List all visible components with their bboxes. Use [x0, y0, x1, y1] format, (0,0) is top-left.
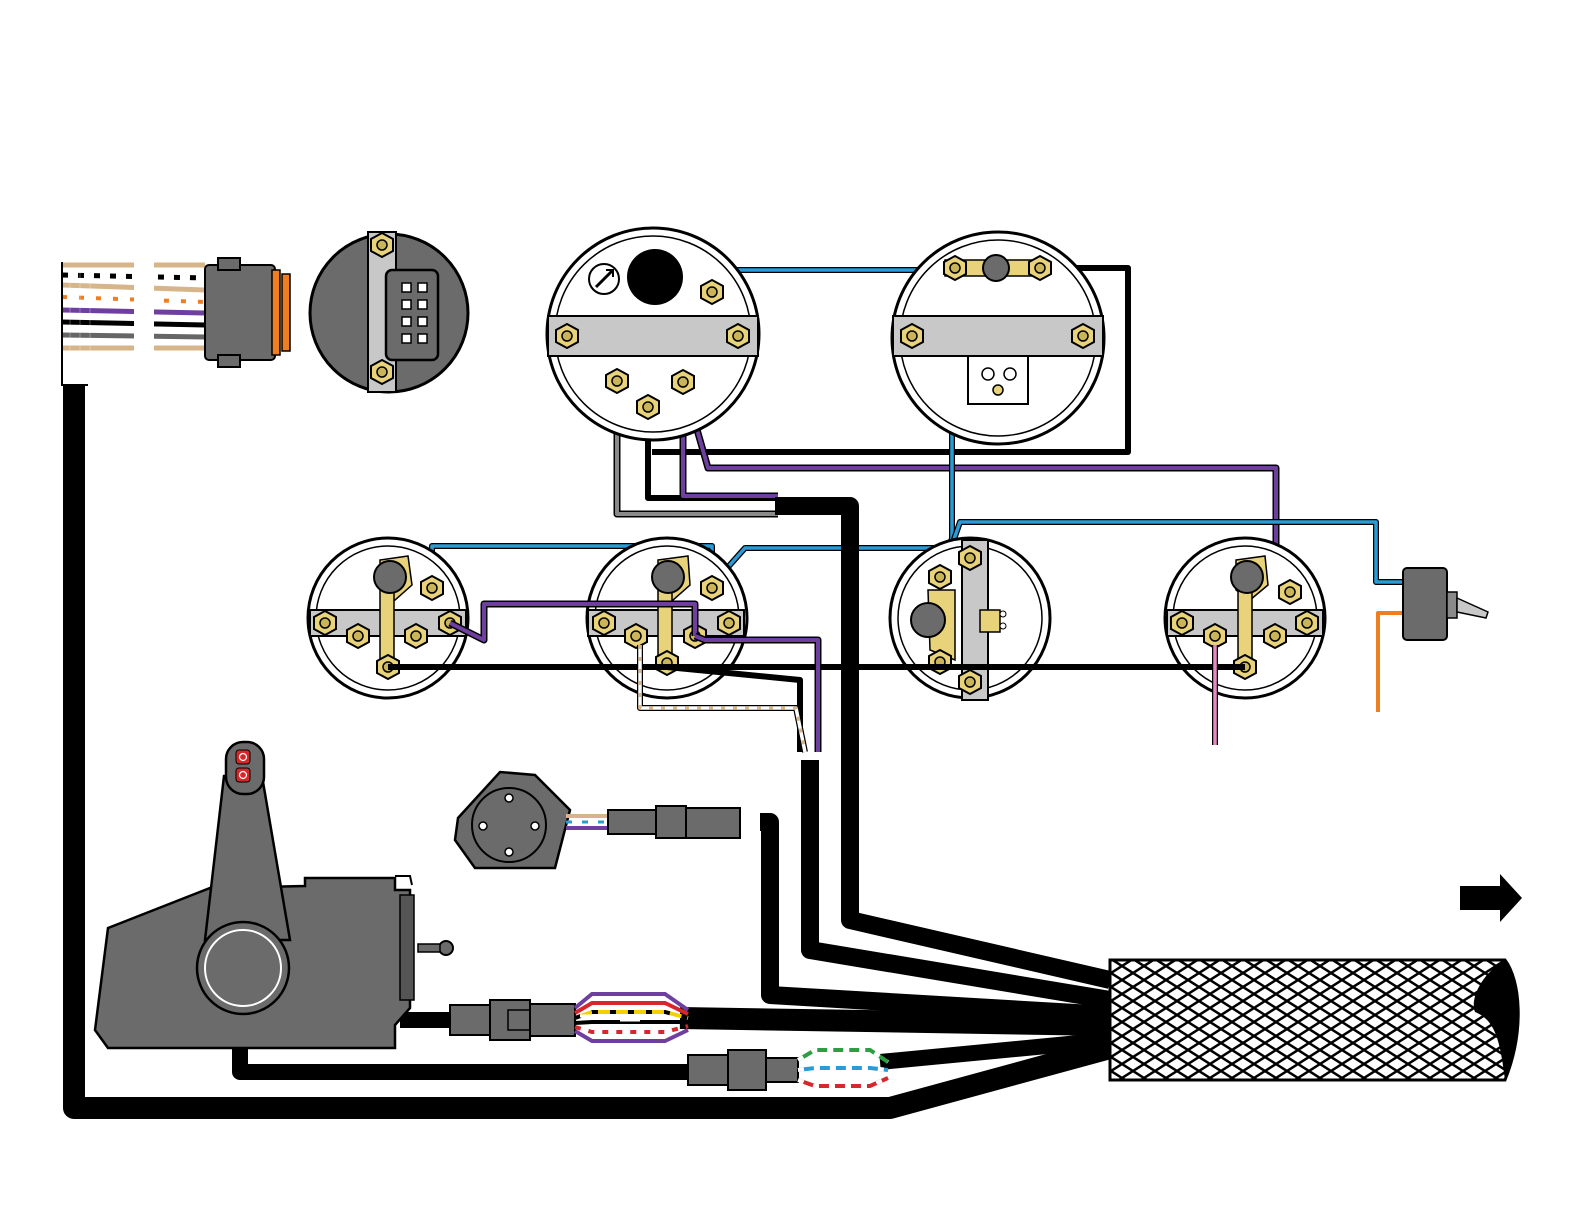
gauge-1	[308, 538, 468, 698]
remote-harness-connector	[450, 994, 688, 1041]
right-arrow-icon	[1460, 874, 1522, 922]
harness-wire-bundle	[62, 258, 205, 385]
control-handle	[197, 742, 290, 1014]
lower-wire-bundle	[798, 1050, 888, 1086]
plug-body	[205, 258, 290, 367]
gauge-4	[1165, 538, 1325, 698]
braided-harness-sleeve	[1110, 960, 1518, 1080]
harness-plug	[62, 258, 290, 385]
connector-face	[310, 232, 468, 392]
remote-control	[95, 742, 453, 1048]
tachometer-gauge	[547, 228, 759, 440]
gauge-3	[890, 538, 1050, 700]
speedometer-gauge	[892, 232, 1104, 444]
remote-wire-bundle	[575, 994, 688, 1041]
lower-harness-connector	[688, 1050, 888, 1090]
trim-sender	[455, 772, 740, 868]
toggle-switch	[1403, 568, 1488, 640]
